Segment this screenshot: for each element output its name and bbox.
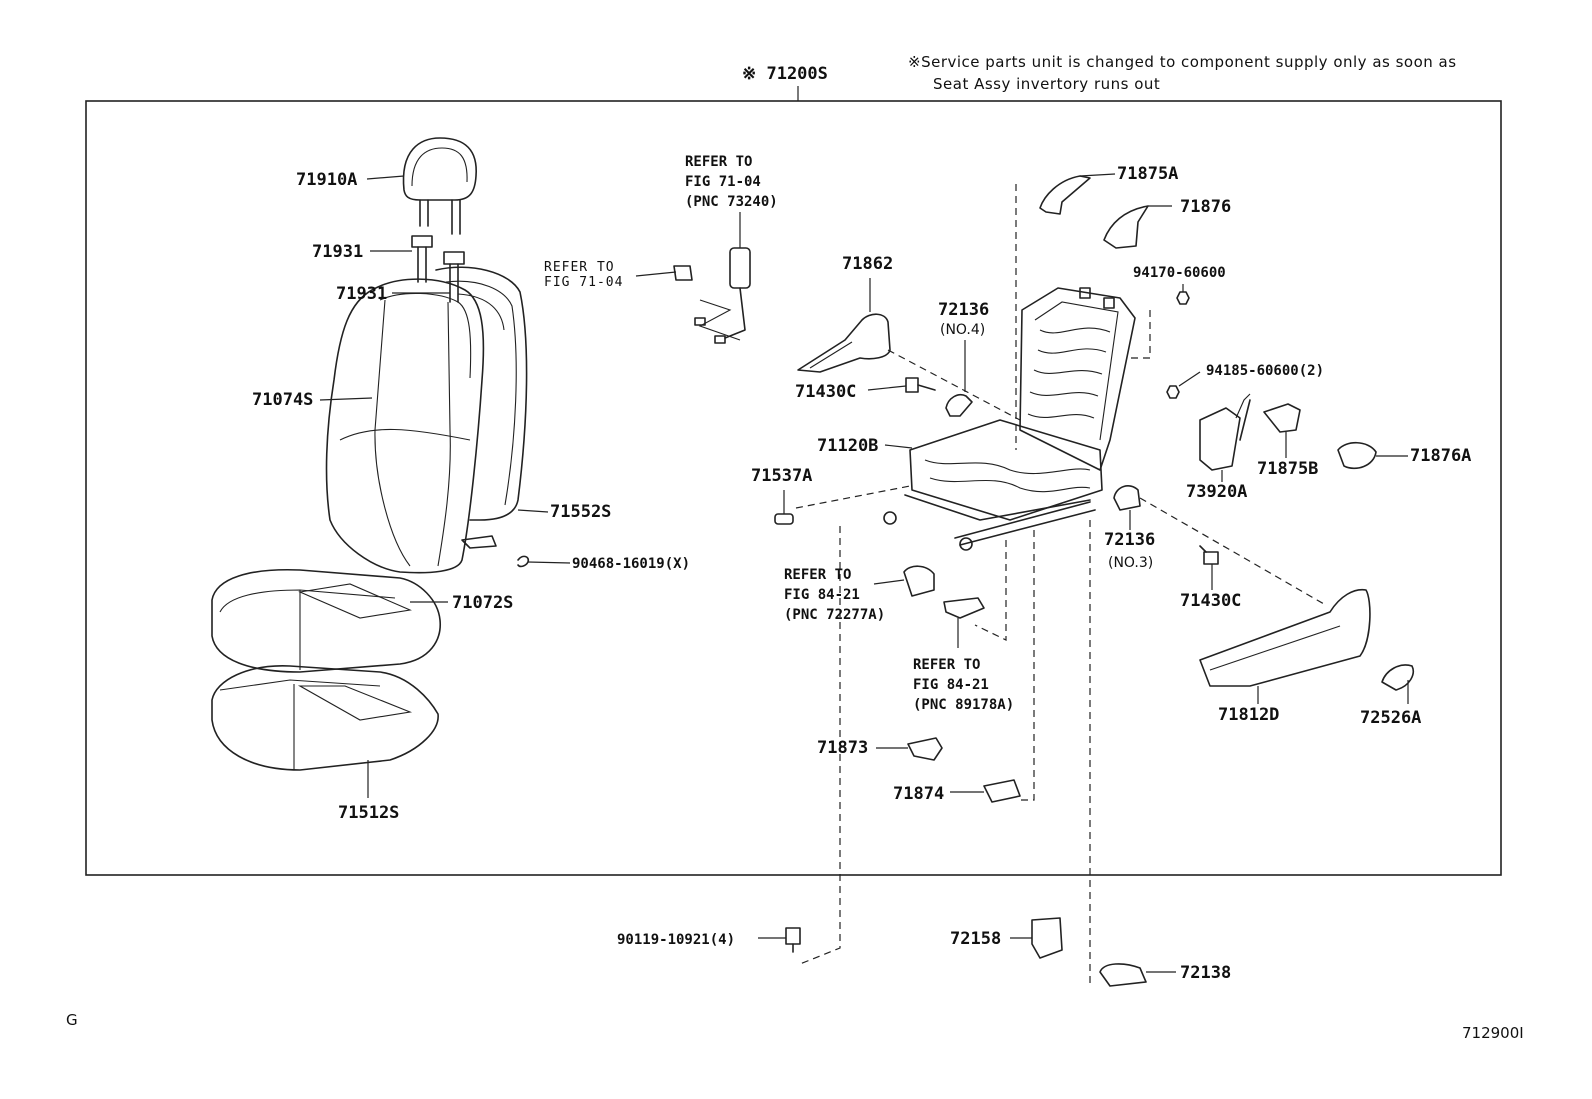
airbag-drawing bbox=[1199, 393, 1251, 482]
part-label-73920A: 73920A bbox=[1186, 482, 1248, 502]
seatbelt-buckle-drawing bbox=[635, 212, 751, 344]
part-label-71873: 71873 bbox=[817, 738, 869, 758]
screw-a-drawing bbox=[867, 377, 936, 393]
clip-drawing bbox=[517, 555, 530, 568]
part-note-no4: (NO.4) bbox=[940, 322, 986, 338]
hinge-cover-no3-drawing bbox=[1113, 485, 1141, 511]
part-label-94170: 94170-60600 bbox=[1133, 265, 1226, 281]
part-label-71931-b: 71931 bbox=[336, 284, 388, 304]
part-label-71931-a: 71931 bbox=[312, 242, 364, 262]
part-label-71430C-b: 71430C bbox=[1180, 591, 1242, 611]
screw-b-drawing bbox=[1199, 545, 1219, 590]
reference-belt-small: REFER TO FIG 71-04 bbox=[544, 260, 624, 290]
part-label-71862: 71862 bbox=[842, 254, 894, 274]
part-label-71120B: 71120B bbox=[817, 436, 879, 456]
part-label-72136-no3: 72136 bbox=[1104, 530, 1156, 550]
hinge-cover-no4-drawing bbox=[945, 340, 973, 417]
cover-72138-drawing bbox=[1099, 963, 1147, 987]
reference-84-21-b: REFER TO FIG 84-21 (PNC 89178A) bbox=[913, 657, 1015, 713]
part-label-71876A: 71876A bbox=[1410, 446, 1472, 466]
part-label-71074S: 71074S bbox=[252, 390, 314, 410]
part-label-72136-no4: 72136 bbox=[938, 300, 990, 320]
part-label-71875B: 71875B bbox=[1257, 459, 1319, 479]
part-label-72138: 72138 bbox=[1180, 963, 1232, 983]
cover-71876A-drawing bbox=[1337, 441, 1377, 470]
reference-belt: REFER TO FIG 71-04 (PNC 73240) bbox=[685, 154, 778, 210]
part-label-71512S: 71512S bbox=[338, 803, 400, 823]
part-label-71552S: 71552S bbox=[550, 502, 612, 522]
cover-71875A-drawing bbox=[1039, 175, 1091, 215]
part-label-71072S: 71072S bbox=[452, 593, 514, 613]
bracket-71873-drawing bbox=[907, 737, 943, 761]
part-label-90468: 90468-16019(X) bbox=[572, 556, 691, 572]
service-note-line2: Seat Assy invertory runs out bbox=[933, 75, 1161, 93]
seatback-drawing bbox=[319, 266, 549, 574]
part-label-71537A: 71537A bbox=[751, 466, 813, 486]
corner-label-right: 712900I bbox=[1462, 1024, 1524, 1042]
part-label-71910A: 71910A bbox=[296, 170, 358, 190]
service-note-line1: ※Service parts unit is changed to compon… bbox=[908, 53, 1457, 71]
assembly-frame bbox=[85, 100, 1502, 876]
bolt-90119-drawing bbox=[758, 927, 801, 953]
cushion-cover-drawing bbox=[211, 568, 448, 673]
part-note-no3: (NO.3) bbox=[1108, 555, 1154, 571]
cover-71876-drawing bbox=[1103, 205, 1149, 249]
assembly-label: ※ 71200S bbox=[742, 64, 828, 84]
part-label-94185: 94185-60600(2) bbox=[1206, 363, 1325, 379]
outer-shield-drawing bbox=[1199, 588, 1371, 704]
part-label-72158: 72158 bbox=[950, 929, 1002, 949]
seat-frame-drawing bbox=[883, 287, 1136, 551]
corner-label-left: G bbox=[66, 1011, 78, 1029]
cushion-pad-drawing bbox=[211, 665, 439, 798]
part-label-71875A: 71875A bbox=[1117, 164, 1179, 184]
cap-drawing bbox=[774, 513, 794, 525]
clip-72526A-drawing bbox=[1381, 664, 1414, 691]
cover-71875B-drawing bbox=[1263, 403, 1301, 433]
shield-drawing bbox=[797, 278, 891, 373]
sensor-a-drawing bbox=[903, 565, 935, 597]
part-label-71812D: 71812D bbox=[1218, 705, 1280, 725]
bracket-71874-drawing bbox=[983, 779, 1021, 803]
headrest-drawing bbox=[366, 137, 477, 235]
part-label-71876: 71876 bbox=[1180, 197, 1232, 217]
cover-72158-drawing bbox=[1031, 917, 1063, 959]
reference-84-21-a: REFER TO FIG 84-21 (PNC 72277A) bbox=[784, 567, 886, 623]
sensor-b-drawing bbox=[943, 597, 985, 619]
nut-94170-drawing bbox=[1176, 291, 1190, 305]
assembly-guide-lines bbox=[795, 184, 1325, 985]
part-label-72526A: 72526A bbox=[1360, 708, 1422, 728]
part-label-90119: 90119-10921(4) bbox=[617, 932, 736, 948]
nut-94185-drawing bbox=[1166, 385, 1180, 399]
part-label-71874: 71874 bbox=[893, 784, 945, 804]
part-label-71430C-a: 71430C bbox=[795, 382, 857, 402]
